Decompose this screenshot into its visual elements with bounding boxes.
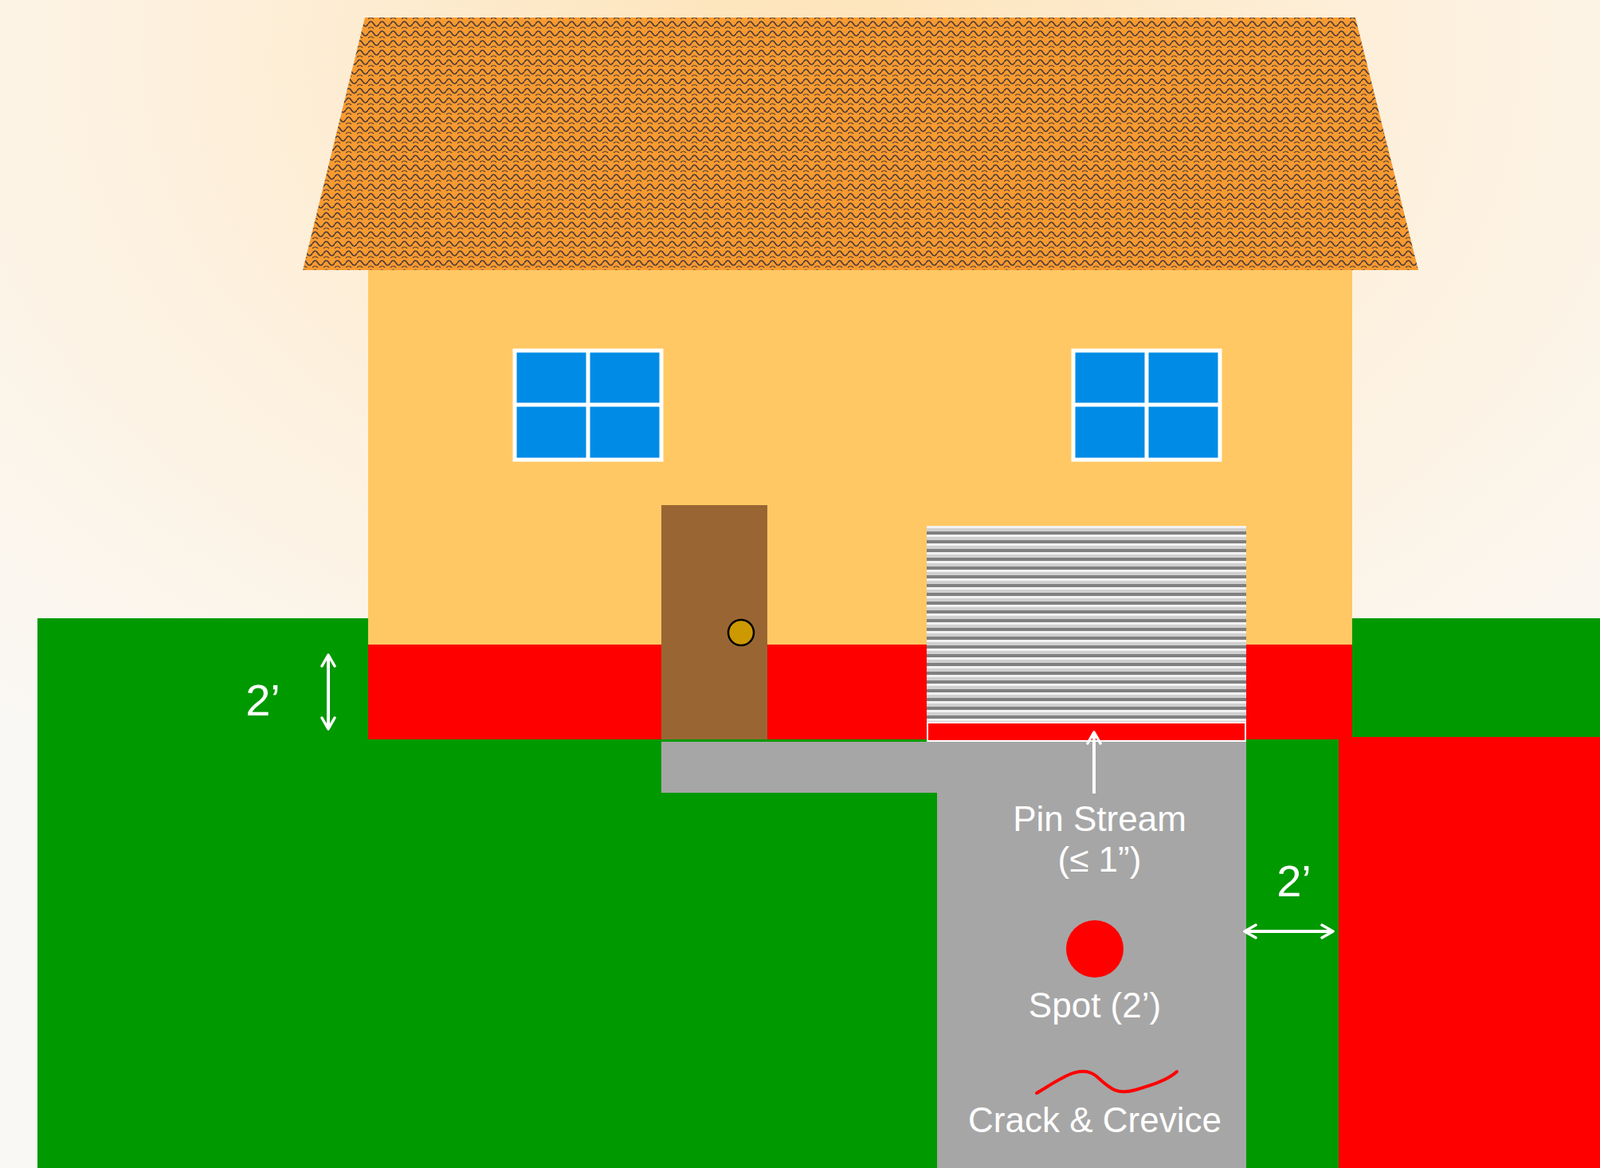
driveway [937,741,1247,1168]
window-frame [1073,403,1220,408]
house-wall [368,270,1353,740]
treatment-label: Spot (2’) [1028,985,1161,1027]
window [1073,350,1220,460]
door-knob [728,619,754,646]
treatment-label: Crack & Crevice [968,1100,1222,1142]
dimension-arrow [326,654,330,730]
window-pane [1073,350,1220,460]
dimension-label: 2’ [245,674,281,726]
spot-mark [1066,920,1124,978]
treatment-zone [1338,737,1600,1168]
treatment-label: Pin Stream (≤ 1”) [996,799,1204,880]
leader-arrow [1092,732,1096,794]
dimension-label: 2’ [1276,855,1312,907]
lawn [1351,618,1600,738]
window [514,350,662,460]
garage-door [926,525,1247,723]
walkway [661,741,938,793]
crack-mark [1036,1071,1177,1094]
pin-stream-strip [927,722,1246,742]
window-pane [514,350,662,460]
dimension-arrow [1244,929,1334,934]
lawn [37,737,1340,1168]
roof [302,17,1419,271]
front-door [661,505,768,740]
window-frame [514,403,662,408]
